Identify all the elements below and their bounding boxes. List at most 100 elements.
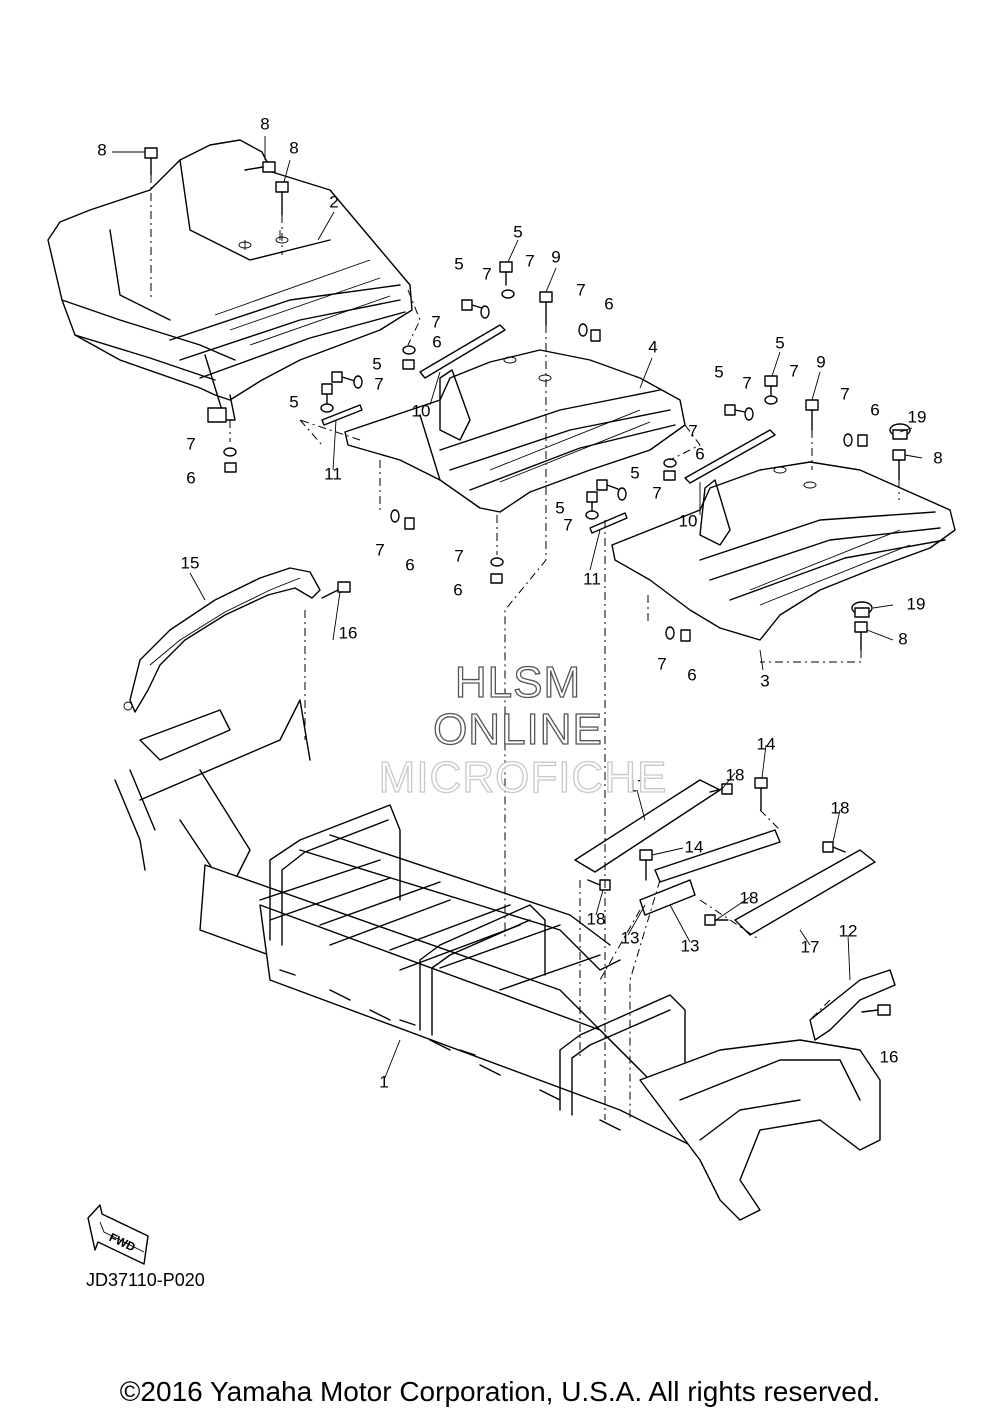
callout-12: 12 xyxy=(839,921,858,940)
callout-9: 9 xyxy=(551,247,560,266)
washer-icon xyxy=(744,407,754,421)
callout-6: 6 xyxy=(604,294,613,313)
callout-5: 5 xyxy=(555,498,564,517)
nut-icon xyxy=(490,573,503,584)
callout-8: 8 xyxy=(933,448,942,467)
callout-6: 6 xyxy=(405,555,414,574)
bolt-icon xyxy=(144,147,158,176)
washer-icon xyxy=(585,510,599,520)
callout-6: 6 xyxy=(186,468,195,487)
callout-9: 9 xyxy=(816,352,825,371)
brackets xyxy=(321,324,776,534)
copyright-notice: ©2016 Yamaha Motor Corporation, U.S.A. A… xyxy=(119,1376,881,1407)
washer-icon xyxy=(663,458,677,468)
callout-5: 5 xyxy=(454,254,463,273)
callout-7: 7 xyxy=(525,251,534,270)
callout-5: 5 xyxy=(775,333,784,352)
callout-8: 8 xyxy=(898,629,907,648)
main-frame xyxy=(114,699,896,1221)
callout-1: 1 xyxy=(379,1072,388,1091)
callout-13: 13 xyxy=(621,928,640,947)
watermark-line-1: HLSM xyxy=(455,658,581,707)
callout-8: 8 xyxy=(260,114,269,133)
bolt-icon xyxy=(596,479,619,491)
washer-icon xyxy=(578,323,588,337)
callout-7: 7 xyxy=(482,264,491,283)
bolt-icon xyxy=(321,581,351,599)
callout-7: 7 xyxy=(563,515,572,534)
callout-16: 16 xyxy=(339,623,358,642)
bolt-icon xyxy=(704,914,729,926)
washer-icon xyxy=(617,487,627,501)
bolt-icon xyxy=(331,371,356,383)
front-cross-member xyxy=(123,567,321,713)
bolt-icon xyxy=(461,299,483,311)
callout-7: 7 xyxy=(789,361,798,380)
callout-14: 14 xyxy=(685,837,704,856)
watermark-line-2: ONLINE xyxy=(433,705,603,754)
callout-6: 6 xyxy=(695,444,704,463)
washer-icon xyxy=(480,305,490,319)
callout-14: 14 xyxy=(757,734,776,753)
bolt-icon xyxy=(754,777,768,811)
callout-7: 7 xyxy=(375,540,384,559)
callout-11: 11 xyxy=(583,569,601,588)
callout-5: 5 xyxy=(513,222,522,241)
watermark-line-3: MICROFICHE xyxy=(379,753,668,802)
callout-7: 7 xyxy=(374,374,383,393)
callout-6: 6 xyxy=(432,332,441,351)
callout-2: 2 xyxy=(329,192,338,211)
callouts: 1 2 3 4 5 5 5 5 5 5 5 5 6 6 6 6 6 6 6 6 … xyxy=(97,114,942,1091)
callout-13: 13 xyxy=(681,936,700,955)
floor-panel-front xyxy=(47,139,413,423)
callout-7: 7 xyxy=(652,483,661,502)
callout-7: 7 xyxy=(688,421,697,440)
washer-icon xyxy=(843,433,853,447)
nut-icon xyxy=(402,359,415,370)
callout-5: 5 xyxy=(289,392,298,411)
washer-icon xyxy=(353,375,363,389)
callout-6: 6 xyxy=(870,400,879,419)
callout-17: 17 xyxy=(628,776,647,795)
bolt-icon xyxy=(724,404,746,416)
washer-icon xyxy=(390,509,400,523)
callout-18: 18 xyxy=(740,888,759,907)
nut-icon xyxy=(680,629,691,642)
washer-icon xyxy=(320,403,334,413)
callout-18: 18 xyxy=(831,798,850,817)
bolt-icon xyxy=(892,449,906,481)
washer-icon xyxy=(501,289,515,299)
washer-icon xyxy=(402,345,416,355)
callout-19: 19 xyxy=(908,407,927,426)
callout-5: 5 xyxy=(630,463,639,482)
bolt-icon xyxy=(539,291,553,326)
callout-10: 10 xyxy=(412,401,431,420)
part-code: JD37110-P020 xyxy=(86,1270,205,1290)
bolt-icon xyxy=(639,849,653,881)
nut-icon xyxy=(224,462,237,473)
callout-7: 7 xyxy=(840,384,849,403)
bolt-icon xyxy=(275,181,289,216)
nut-icon xyxy=(404,517,415,530)
callout-7: 7 xyxy=(657,654,666,673)
fasteners xyxy=(144,147,911,1016)
washer-icon xyxy=(223,447,237,457)
callout-7: 7 xyxy=(576,280,585,299)
callout-8: 8 xyxy=(97,140,106,159)
callout-7: 7 xyxy=(454,546,463,565)
alignment-lines xyxy=(150,175,900,1120)
bolt-icon xyxy=(805,399,819,431)
callout-6: 6 xyxy=(453,580,462,599)
callout-6: 6 xyxy=(687,665,696,684)
callout-18: 18 xyxy=(587,909,606,928)
callout-7: 7 xyxy=(431,312,440,331)
nut-icon xyxy=(590,329,601,342)
bolt-icon xyxy=(861,1004,891,1016)
callout-11: 11 xyxy=(324,464,342,483)
bolt-icon xyxy=(822,841,846,853)
fwd-arrow-icon: FWD xyxy=(87,1204,149,1265)
bolt-icon xyxy=(587,879,611,891)
callout-7: 7 xyxy=(742,373,751,392)
leader-lines xyxy=(112,136,923,1081)
